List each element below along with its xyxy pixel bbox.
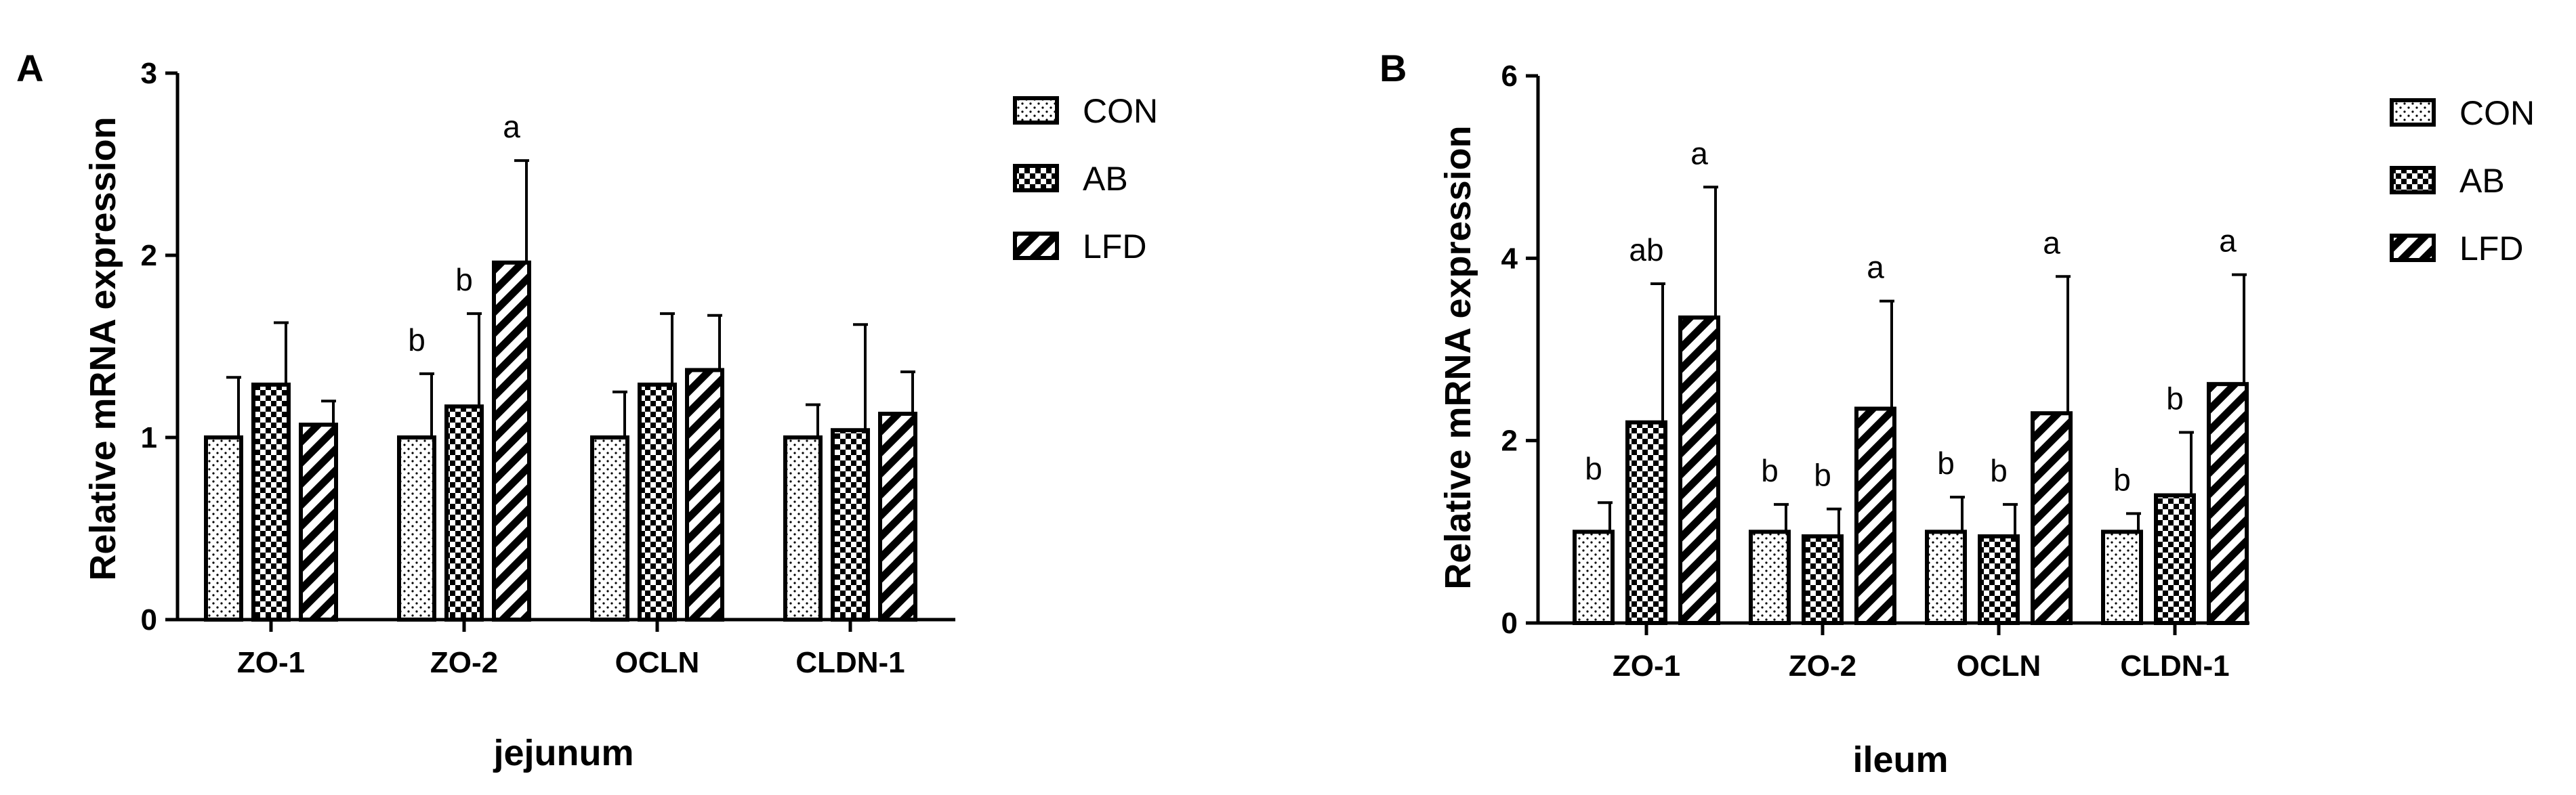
x-axis-label: ileum [1852, 739, 1948, 780]
significance-label: ab [1629, 232, 1663, 267]
significance-label: b [1814, 458, 1831, 493]
bar-ab [2154, 493, 2196, 626]
bar-lfd [2207, 382, 2249, 625]
significance-label: a [2219, 223, 2237, 259]
significance-label: b [2166, 381, 2184, 416]
significance-label: a [1690, 135, 1708, 171]
y-tick-label: 3 [141, 57, 157, 90]
significance-label: b [1937, 446, 1955, 481]
bar-ab [251, 382, 291, 622]
bars: bb a [204, 109, 917, 622]
bar-con [783, 435, 823, 622]
legend-label: AB [2459, 162, 2505, 200]
legend-label: CON [2459, 94, 2535, 132]
y-axis-label: Relative mRNA expression [1438, 125, 1478, 589]
bar-lfd [878, 412, 917, 622]
significance-label: b [408, 322, 425, 358]
bar-ab [1625, 420, 1667, 625]
legend: CON AB LFD [1013, 92, 1158, 265]
legend-label: AB [1083, 160, 1128, 198]
bar-ab [444, 404, 484, 622]
legend-swatch-con [1013, 96, 1059, 125]
y-axis-label: Relative mRNA expression [83, 116, 123, 580]
y-tick-label: 0 [141, 603, 157, 637]
x-tick-label: ZO-2 [430, 646, 498, 679]
significance-label: b [2113, 462, 2131, 497]
x-tick-label: ZO-1 [1613, 649, 1680, 683]
y-tick-label: 2 [1501, 425, 1518, 458]
legend-label: LFD [1083, 228, 1146, 265]
y-tick-label: 4 [1501, 242, 1518, 275]
x-tick-label: ZO-1 [237, 646, 305, 679]
legend-swatch-ab [2390, 166, 2436, 194]
bar-lfd [1678, 315, 1720, 625]
significance-label: a [503, 109, 520, 144]
bar-lfd [685, 368, 724, 622]
legend-swatch-con [2390, 98, 2436, 127]
bar-con [590, 435, 629, 622]
legend-swatch-ab [1013, 164, 1059, 192]
bar-con [1925, 530, 1967, 625]
legend-label: LFD [2459, 230, 2523, 267]
significance-label: b [1990, 453, 2008, 488]
bar-ab [1802, 534, 1844, 625]
y-tick-label: 1 [141, 421, 157, 454]
bar-con [1573, 530, 1615, 625]
bar-ab [831, 428, 870, 622]
x-tick-label: CLDN-1 [2120, 649, 2229, 683]
legend: CON AB LFD [2390, 94, 2535, 267]
x-tick-label: ZO-2 [1789, 649, 1856, 683]
bar-con [204, 435, 243, 622]
bar-con [397, 435, 436, 622]
bar-lfd [1854, 406, 1896, 625]
x-tick-label: OCLN [615, 646, 700, 679]
significance-label: b [455, 262, 473, 297]
x-tick-label: CLDN-1 [795, 646, 905, 679]
bar-ab [638, 382, 677, 622]
chart-panel-b: B Relative mRNA expression ileum 0 2 4 6ZO-… [1379, 47, 2535, 780]
significance-label: b [1761, 453, 1779, 488]
chart-panel-a: A Relative mRNA expression jejunum 0 1 2 3Z… [16, 47, 1158, 773]
y-tick-label: 0 [1501, 607, 1518, 640]
x-tick-label: OCLN [1957, 649, 2041, 683]
bar-lfd [2031, 411, 2073, 625]
bar-lfd [492, 260, 531, 622]
bar-con [1749, 530, 1791, 625]
bar-lfd [299, 423, 338, 622]
y-tick-label: 2 [141, 239, 157, 272]
bar-con [2101, 530, 2143, 625]
panel-letter: A [16, 47, 43, 89]
significance-label: a [2043, 225, 2060, 260]
panel-letter: B [1379, 47, 1407, 89]
bar-ab [1978, 534, 2020, 625]
y-tick-label: 6 [1501, 60, 1518, 93]
x-axis-label: jejunum [493, 733, 633, 773]
legend-label: CON [1083, 92, 1158, 130]
legend-swatch-lfd [2390, 234, 2436, 262]
significance-label: b [1585, 451, 1602, 486]
legend-swatch-lfd [1013, 232, 1059, 260]
significance-label: a [1867, 250, 1884, 285]
